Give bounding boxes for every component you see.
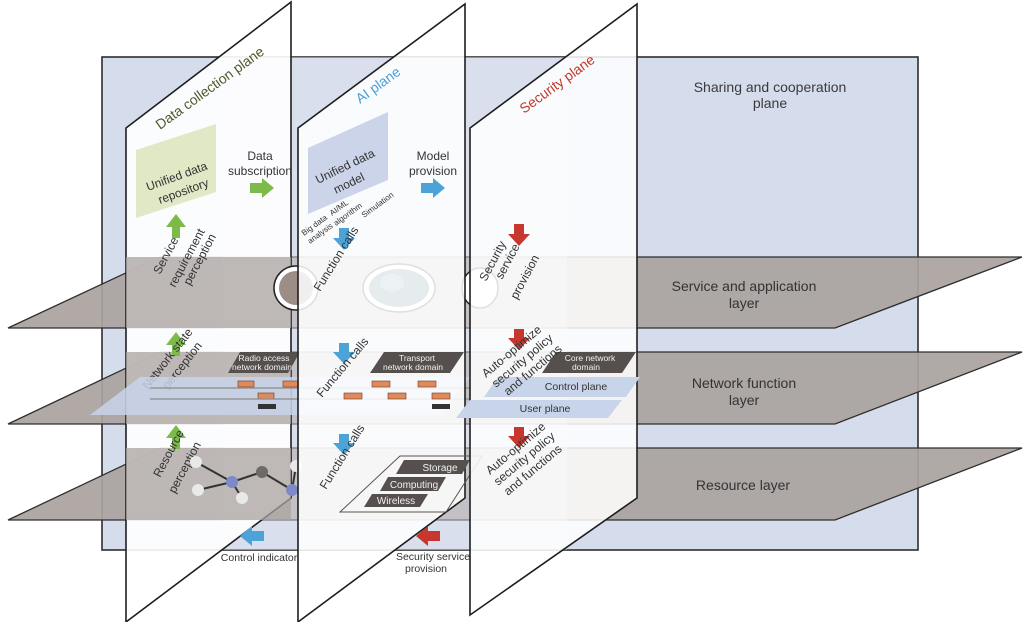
network-element bbox=[282, 380, 300, 388]
security-service-provision-label-2: provision bbox=[405, 563, 447, 575]
blue-down-arrow-2 bbox=[333, 343, 355, 364]
red-down-arrow-3 bbox=[508, 427, 530, 448]
green-up-arrow-3 bbox=[166, 425, 186, 449]
green-up-arrow-2 bbox=[166, 332, 186, 356]
security-plane bbox=[469, 2, 638, 617]
user-plane-bar bbox=[456, 400, 622, 418]
control-plane-bar bbox=[484, 377, 640, 397]
red-down-arrow-2 bbox=[508, 329, 530, 350]
network-element bbox=[387, 392, 407, 400]
resource-frame bbox=[338, 455, 483, 513]
green-up-arrow-1 bbox=[166, 214, 186, 238]
computing-tag bbox=[380, 477, 446, 491]
wireless-tag bbox=[364, 494, 428, 507]
sharing-plane-label-2: plane bbox=[753, 95, 787, 111]
sharing-plane-label-1: Sharing and cooperation bbox=[694, 79, 847, 95]
network-element bbox=[371, 380, 391, 388]
network-layer-label-1: Network function bbox=[692, 375, 796, 391]
transport-tag bbox=[370, 352, 464, 373]
core-label-2: domain bbox=[572, 362, 600, 372]
core-label-1: Core network bbox=[565, 353, 616, 363]
user-plane-label: User plane bbox=[520, 403, 571, 415]
model-provision-label-2: provision bbox=[409, 164, 457, 178]
red-down-arrow-1 bbox=[508, 224, 530, 246]
unified-data-model-box bbox=[308, 112, 388, 214]
blue-down-arrow-1 bbox=[333, 228, 355, 250]
resource-layer-label: Resource layer bbox=[696, 477, 790, 493]
blue-right-arrow bbox=[421, 178, 445, 198]
storage-label: Storage bbox=[422, 463, 457, 474]
wireless-label: Wireless bbox=[377, 496, 415, 507]
network-element bbox=[343, 392, 363, 400]
data-subscription-label-2: subscription bbox=[228, 164, 292, 178]
blue-left-arrow bbox=[240, 526, 264, 546]
transport-label-2: network domain bbox=[383, 362, 443, 372]
green-right-arrow bbox=[250, 178, 274, 198]
radio-access-label-1: Radio access bbox=[238, 353, 289, 363]
red-left-arrow bbox=[416, 526, 440, 546]
unified-data-repository-box bbox=[136, 124, 216, 218]
blue-down-arrow-3 bbox=[333, 434, 355, 455]
network-element bbox=[431, 392, 451, 400]
network-element bbox=[417, 380, 437, 388]
service-layer-label-1: Service and application bbox=[672, 278, 817, 294]
network-element bbox=[258, 404, 276, 409]
data-subscription-label-1: Data bbox=[247, 149, 273, 163]
service-layer-label-2: layer bbox=[729, 295, 760, 311]
core-network-tag bbox=[542, 352, 636, 373]
model-provision-label-1: Model bbox=[417, 149, 450, 163]
security-service-provision-label-1: Security service bbox=[396, 551, 470, 563]
network-element bbox=[432, 404, 450, 409]
control-indicator-label: Control indicator bbox=[221, 552, 298, 564]
network-element bbox=[257, 392, 275, 400]
transport-label-1: Transport bbox=[399, 353, 436, 363]
computing-label: Computing bbox=[390, 480, 438, 491]
radio-access-tag bbox=[228, 352, 300, 373]
network-element bbox=[237, 380, 255, 388]
radio-access-label-2: network domain bbox=[232, 362, 292, 372]
storage-tag bbox=[396, 460, 470, 474]
control-plane-label: Control plane bbox=[545, 381, 608, 393]
network-layer-label-2: layer bbox=[729, 392, 760, 408]
